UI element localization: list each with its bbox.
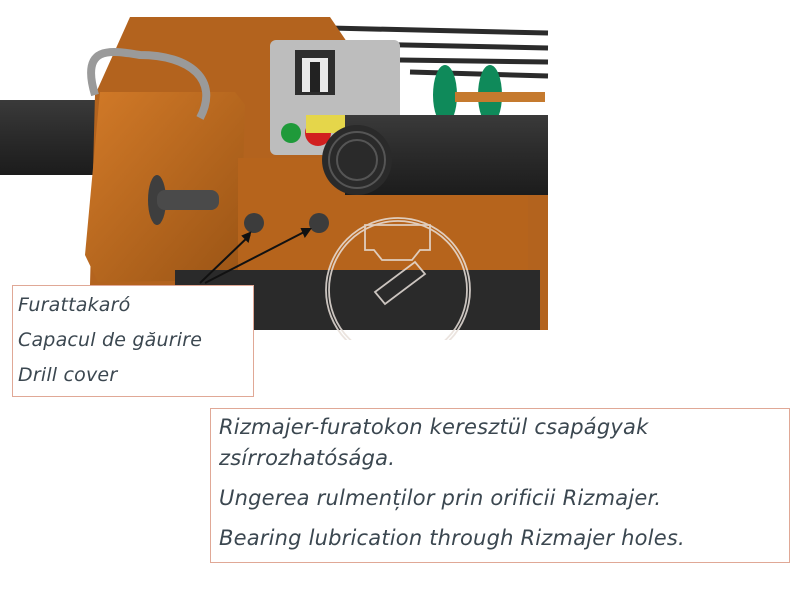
lubrication-callout: Rizmajer-furatokon keresztül csapágyak z… (210, 408, 790, 563)
left-pipe (0, 100, 110, 175)
green-start-button (281, 123, 301, 143)
lower-chute (175, 270, 540, 330)
callout-arrows (199, 228, 312, 284)
callout-line-ro: Capacul de găurire (18, 329, 203, 351)
callout-line-hu-1: Rizmajer-furatokon keresztül csapágyak (219, 415, 649, 439)
callout-line-ro: Ungerea rulmenților prin orificii Rizmaj… (219, 486, 662, 510)
lifting-handle (87, 48, 211, 120)
callout-line-en: Drill cover (18, 364, 118, 386)
green-bearing-1 (433, 65, 457, 125)
callout-line-hu-2: zsírrozhatósága. (219, 446, 396, 470)
drill-cover-callout: Furattakaró Capacul de găurire Drill cov… (12, 285, 254, 397)
watermark-logo (325, 217, 471, 340)
product-photo (0, 17, 549, 340)
callout-line-hu: Furattakaró (18, 294, 131, 316)
drill-cover-hole-2 (309, 213, 329, 233)
orange-side-panel (85, 92, 245, 282)
callout-line-en: Bearing lubrication through Rizmajer hol… (219, 526, 685, 550)
drill-cover-hole-1 (244, 213, 264, 233)
